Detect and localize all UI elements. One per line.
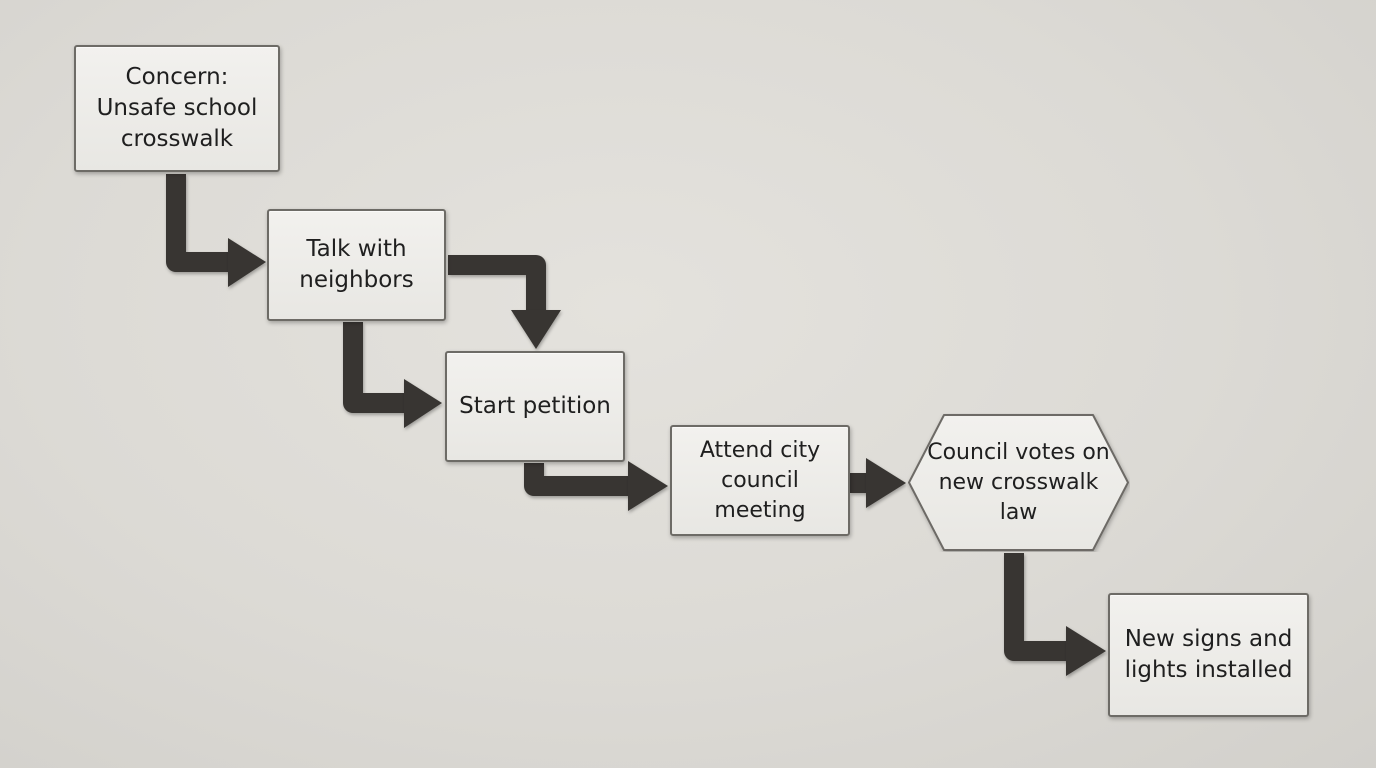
step-petition-label: Start petition xyxy=(459,393,611,419)
step-installed-label: New signs and lights installed xyxy=(1124,626,1293,683)
arrowhead-talk-to-petition-left xyxy=(404,379,442,428)
arrowhead-petition-to-attend xyxy=(628,461,668,511)
step-talk-label: Talk with neighbors xyxy=(299,236,414,293)
hexagon-shape xyxy=(908,414,1129,551)
step-talk-with-neighbors: Talk with neighbors xyxy=(267,209,446,321)
arrow-vote-to-installed xyxy=(1004,553,1072,661)
step-council-votes: Council votes on new crosswalk law xyxy=(907,413,1130,552)
step-start-petition: Start petition xyxy=(445,351,625,462)
arrow-talk-to-petition-top xyxy=(448,255,546,312)
step-attend-meeting: Attend city council meeting xyxy=(670,425,850,536)
arrow-concern-to-talk xyxy=(166,174,234,272)
step-attend-label: Attend city council meeting xyxy=(699,437,821,523)
step-signs-installed: New signs and lights installed xyxy=(1108,593,1309,717)
step-vote-label: Council votes on new crosswalk law xyxy=(927,439,1110,525)
arrow-petition-to-attend xyxy=(524,463,634,496)
arrowhead-concern-to-talk xyxy=(228,238,266,287)
arrow-talk-to-petition-left xyxy=(343,322,410,413)
arrowhead-attend-to-vote xyxy=(866,458,906,508)
arrowhead-vote-to-installed xyxy=(1066,626,1106,676)
step-concern-label: Concern: Unsafe school crosswalk xyxy=(96,64,258,152)
arrowhead-talk-to-petition-top xyxy=(511,310,561,349)
step-concern: Concern: Unsafe school crosswalk xyxy=(74,45,280,172)
